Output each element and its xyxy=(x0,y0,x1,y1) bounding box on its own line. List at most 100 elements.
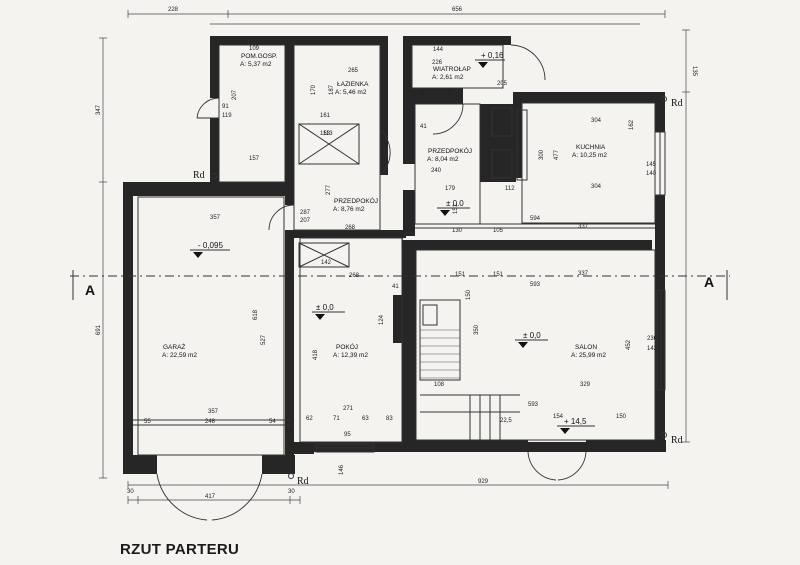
drawing-title: RZUT PARTERU xyxy=(120,541,240,558)
room-label-pom-gosp: POM.GOSP. A: 5,37 m2 xyxy=(240,53,278,68)
stairs xyxy=(420,329,460,379)
svg-text:POM.GOSP.: POM.GOSP. xyxy=(241,53,278,60)
svg-text:SALON: SALON xyxy=(575,344,597,351)
room-label-przedpokoj-2: PRZEDPOKÓJ A: 8,76 m2 xyxy=(333,196,378,213)
room-label-lazienka: ŁAZIENKA A: 5,46 m2 xyxy=(335,81,369,96)
room-label-kuchnia: KUCHNIA A: 10,25 m2 xyxy=(572,144,607,159)
svg-text:162: 162 xyxy=(629,119,635,130)
svg-text:± 0,0: ± 0,0 xyxy=(523,331,541,340)
svg-text:Rd: Rd xyxy=(297,476,309,487)
svg-text:337: 337 xyxy=(578,224,589,230)
svg-text:41: 41 xyxy=(392,284,399,290)
room-label-garaz: GARAŻ A: 22,59 m2 xyxy=(162,342,197,359)
svg-text:248: 248 xyxy=(205,419,216,425)
dim-right-top: 135 xyxy=(691,66,697,77)
svg-text:108: 108 xyxy=(434,382,445,388)
section-mark-left: A xyxy=(85,282,95,298)
svg-text:350: 350 xyxy=(474,324,480,335)
svg-text:140: 140 xyxy=(646,171,657,177)
room-label-przedpokoj-1: PRZEDPOKÓJ A: 8,04 m2 xyxy=(427,146,472,163)
svg-text:A: 5,46 m2: A: 5,46 m2 xyxy=(335,89,367,96)
svg-text:Rd: Rd xyxy=(671,98,683,109)
svg-text:418: 418 xyxy=(313,349,319,360)
svg-text:71: 71 xyxy=(333,416,340,422)
svg-text:A: 22,59 m2: A: 22,59 m2 xyxy=(162,352,197,359)
level-marker-stairs: + 14,5 xyxy=(557,417,595,434)
svg-text:154: 154 xyxy=(553,414,564,420)
svg-text:236: 236 xyxy=(647,336,658,342)
svg-text:PRZEDPOKÓJ: PRZEDPOKÓJ xyxy=(334,196,378,205)
level-marker-garage: - 0,095 xyxy=(190,241,230,258)
svg-text:593: 593 xyxy=(528,402,539,408)
svg-text:A: 8,04 m2: A: 8,04 m2 xyxy=(427,156,459,163)
svg-text:329: 329 xyxy=(580,382,591,388)
svg-text:A: 25,99 m2: A: 25,99 m2 xyxy=(571,352,606,359)
dim-top-mid: 656 xyxy=(452,7,463,13)
svg-text:179: 179 xyxy=(445,186,456,192)
svg-text:594: 594 xyxy=(530,216,541,222)
dim-bottom-30b: 30 xyxy=(288,489,295,495)
svg-text:- 0,095: - 0,095 xyxy=(198,241,223,250)
svg-text:142: 142 xyxy=(647,346,658,352)
svg-text:Rd: Rd xyxy=(671,435,683,446)
svg-text:63: 63 xyxy=(362,416,369,422)
svg-text:85: 85 xyxy=(418,91,425,97)
level-marker-room: ± 0,0 xyxy=(312,303,345,320)
ventilation-marks: Rd Rd Rd Rd xyxy=(193,96,683,487)
svg-text:144: 144 xyxy=(433,47,444,53)
room-label-pokoj: POKÓJ A: 12,39 m2 xyxy=(333,342,368,359)
svg-text:91: 91 xyxy=(222,104,229,110)
svg-text:119: 119 xyxy=(222,113,232,119)
svg-text:151: 151 xyxy=(455,272,466,278)
svg-text:593: 593 xyxy=(530,282,541,288)
svg-text:337: 337 xyxy=(578,271,589,277)
dim-top-left: 228 xyxy=(168,7,179,13)
room-label-salon: SALON A: 25,99 m2 xyxy=(571,344,606,359)
svg-text:205: 205 xyxy=(497,81,508,87)
level-marker-salon: ± 0,0 xyxy=(515,331,548,348)
svg-text:304: 304 xyxy=(591,118,602,124)
svg-text:± 0.0: ± 0.0 xyxy=(446,199,464,208)
svg-text:240: 240 xyxy=(431,168,442,174)
svg-text:A: 5,37 m2: A: 5,37 m2 xyxy=(240,61,272,68)
svg-text:A: 12,39 m2: A: 12,39 m2 xyxy=(333,352,368,359)
svg-text:304: 304 xyxy=(591,184,602,190)
svg-text:124: 124 xyxy=(379,314,385,325)
svg-text:287: 287 xyxy=(300,210,311,216)
svg-text:113: 113 xyxy=(323,131,333,137)
svg-text:41: 41 xyxy=(420,124,427,130)
svg-text:95: 95 xyxy=(344,432,351,438)
svg-text:357: 357 xyxy=(208,409,219,415)
doors xyxy=(156,44,587,521)
svg-text:170: 170 xyxy=(311,84,317,95)
interior-lines xyxy=(133,44,666,456)
svg-text:A: 8,76 m2: A: 8,76 m2 xyxy=(333,206,365,213)
svg-text:167: 167 xyxy=(448,87,454,98)
svg-text:ŁAZIENKA: ŁAZIENKA xyxy=(337,81,369,88)
svg-text:A: 10,25 m2: A: 10,25 m2 xyxy=(572,152,607,159)
interior-dimensions: 357 357 248 55 54 618 527 271 418 124 62… xyxy=(144,46,658,475)
svg-text:109: 109 xyxy=(249,46,260,52)
svg-text:130: 130 xyxy=(452,228,463,234)
svg-text:265: 265 xyxy=(348,68,359,74)
svg-text:142: 142 xyxy=(321,260,332,266)
svg-text:452: 452 xyxy=(626,339,632,350)
svg-text:271: 271 xyxy=(343,406,354,412)
svg-text:112: 112 xyxy=(505,186,515,192)
svg-text:357: 357 xyxy=(210,215,221,221)
svg-text:207: 207 xyxy=(300,218,311,224)
svg-text:WIATROŁAP: WIATROŁAP xyxy=(433,66,471,73)
svg-text:62: 62 xyxy=(306,416,313,422)
level-marker-entry: + 0,16 xyxy=(475,51,505,68)
svg-text:A: 2,61 m2: A: 2,61 m2 xyxy=(432,74,464,81)
svg-text:268: 268 xyxy=(349,273,360,279)
svg-text:157: 157 xyxy=(249,156,260,162)
level-marker-hall: ± 0.0 xyxy=(437,199,470,216)
svg-text:618: 618 xyxy=(253,309,259,320)
svg-text:KUCHNIA: KUCHNIA xyxy=(576,144,606,151)
svg-text:105: 105 xyxy=(493,228,504,234)
svg-text:277: 277 xyxy=(326,184,332,195)
dim-bottom-total: 929 xyxy=(478,479,489,485)
